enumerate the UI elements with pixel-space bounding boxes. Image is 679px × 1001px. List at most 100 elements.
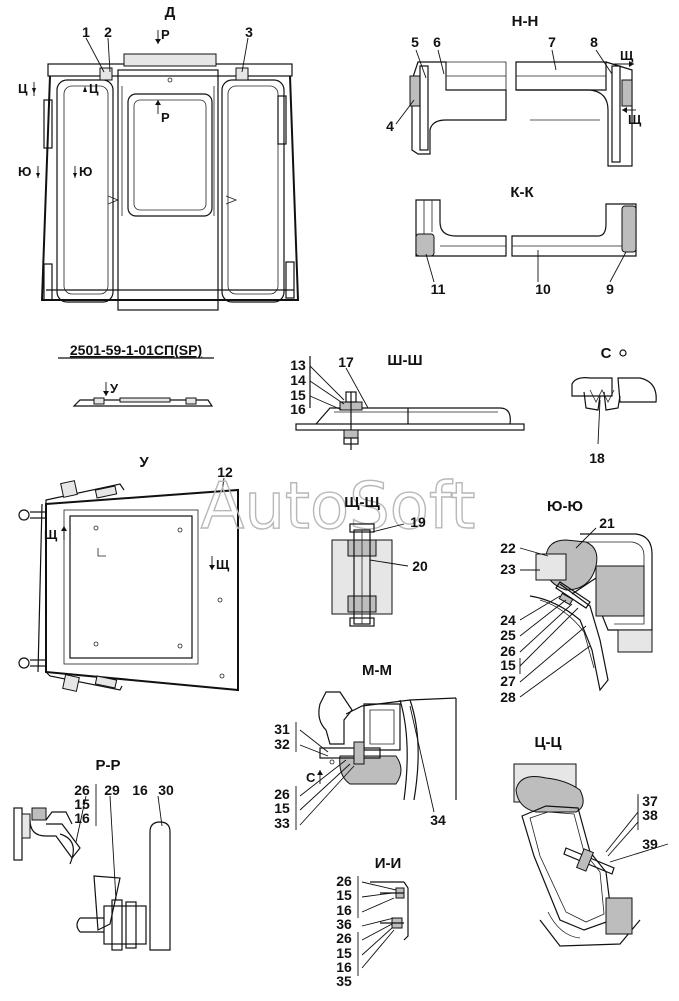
section-arrows-d: Р Р Ц Ц Ю Ю bbox=[18, 27, 170, 179]
view-c-drawing: С bbox=[571, 345, 657, 445]
part-label: 4 bbox=[386, 118, 394, 134]
view-tsts-title: Ц-Ц bbox=[535, 734, 562, 751]
mark-ts-right: Ц bbox=[89, 81, 99, 96]
part-label: 19 bbox=[410, 514, 426, 530]
part-label: 37 bbox=[642, 793, 658, 809]
part-label: 21 bbox=[599, 515, 615, 531]
view-nn-drawing: Н-Н bbox=[409, 13, 633, 167]
view-mm-title: М-М bbox=[362, 662, 392, 679]
mark-u-mini: У bbox=[110, 381, 119, 396]
part-label: 18 bbox=[589, 450, 605, 466]
part-label: 27 bbox=[500, 673, 516, 689]
mark-yu-left: Ю bbox=[18, 164, 31, 179]
part-label: 26 bbox=[336, 930, 352, 946]
part-label: 39 bbox=[642, 836, 658, 852]
part-label: 33 bbox=[274, 815, 290, 831]
view-nn-title: Н-Н bbox=[512, 13, 539, 30]
part-label: 7 bbox=[548, 34, 556, 50]
view-kk-title: К-К bbox=[510, 184, 534, 201]
part-label: 16 bbox=[336, 959, 352, 975]
part-label: 28 bbox=[500, 689, 516, 705]
part-label: 26 bbox=[74, 782, 90, 798]
view-d-title: Д bbox=[165, 4, 176, 21]
view-tsts-drawing: Ц-Ц bbox=[513, 734, 669, 947]
leaders-nn bbox=[395, 49, 613, 125]
mark-shch-u-left: Щ bbox=[44, 527, 58, 542]
part-label: 17 bbox=[338, 354, 354, 370]
part-labels: 1 2 3 4 5 6 7 8 9 10 11 12 13 14 15 16 1… bbox=[74, 24, 658, 989]
part-label: 16 bbox=[290, 401, 306, 417]
view-yuyu-title: Ю-Ю bbox=[547, 498, 583, 515]
leaders-d bbox=[85, 37, 249, 73]
part-label: 14 bbox=[290, 372, 306, 388]
mark-r-top: Р bbox=[161, 27, 170, 42]
view-rr-title: Р-Р bbox=[95, 757, 120, 774]
view-shsh-drawing: Ш-Ш bbox=[295, 352, 525, 450]
part-label: 34 bbox=[430, 812, 446, 828]
part-label: 20 bbox=[412, 558, 428, 574]
watermark-text: AutoSoft bbox=[201, 470, 476, 544]
part-label: 15 bbox=[290, 387, 306, 403]
view-shchshch-drawing: Щ-Щ bbox=[331, 494, 409, 627]
part-label: 26 bbox=[274, 786, 290, 802]
mark-shch-u-right: Щ bbox=[216, 557, 230, 572]
view-u-drawing: У bbox=[18, 454, 239, 692]
section-arrows-nn: Щ Щ bbox=[614, 48, 642, 127]
view-u-title: У bbox=[139, 454, 149, 471]
view-shchshch-title: Щ-Щ bbox=[344, 494, 380, 511]
view-d-drawing: Д bbox=[40, 4, 300, 311]
part-label: 22 bbox=[500, 540, 516, 556]
mark-shch-nn-top: Щ bbox=[620, 48, 634, 63]
part-label: 16 bbox=[74, 810, 90, 826]
label-separators bbox=[95, 658, 639, 976]
part-label: 1 bbox=[82, 24, 90, 40]
part-label: 6 bbox=[433, 34, 441, 50]
view-rr-drawing: Р-Р bbox=[13, 757, 171, 951]
mark-yu-right: Ю bbox=[79, 164, 92, 179]
part-label: 2 bbox=[104, 24, 112, 40]
part-label: 13 bbox=[290, 357, 306, 373]
view-ii-drawing: И-И bbox=[361, 855, 409, 969]
part-label: 26 bbox=[500, 643, 516, 659]
mark-r-mid: Р bbox=[161, 110, 170, 125]
view-kk-drawing: К-К bbox=[415, 184, 637, 257]
part-label: 15 bbox=[274, 800, 290, 816]
leaders-kk bbox=[425, 250, 627, 283]
part-label: 15 bbox=[336, 945, 352, 961]
part-label: 11 bbox=[431, 281, 446, 297]
part-label: 12 bbox=[217, 464, 233, 480]
part-label: 16 bbox=[336, 902, 352, 918]
section-arrows-u: Щ Щ bbox=[44, 526, 230, 572]
part-label: 32 bbox=[274, 736, 290, 752]
mark-shch-nn-bottom: Щ bbox=[628, 112, 642, 127]
view-yuyu-drawing: Ю-Ю bbox=[519, 498, 653, 698]
part-label: 3 bbox=[245, 24, 253, 40]
mark-ts-left: Ц bbox=[18, 81, 28, 96]
part-label: 10 bbox=[535, 281, 551, 297]
part-label: 38 bbox=[642, 807, 658, 823]
mini-view-drawing: У bbox=[72, 381, 214, 407]
part-label: 29 bbox=[104, 782, 120, 798]
part-label: 36 bbox=[336, 916, 352, 932]
part-label: 30 bbox=[158, 782, 174, 798]
part-label: 15 bbox=[336, 887, 352, 903]
part-label: 26 bbox=[336, 873, 352, 889]
part-label: 15 bbox=[74, 796, 90, 812]
part-label: 5 bbox=[411, 34, 419, 50]
part-label: 35 bbox=[336, 973, 352, 989]
view-mm-drawing: М-М С bbox=[299, 662, 457, 826]
part-label: 15 bbox=[500, 657, 516, 673]
mark-c-mm: С bbox=[306, 770, 316, 785]
view-shsh-title: Ш-Ш bbox=[387, 352, 422, 369]
part-label: 25 bbox=[500, 627, 516, 643]
part-label: 31 bbox=[274, 721, 290, 737]
part-label: 8 bbox=[590, 34, 598, 50]
part-label: 23 bbox=[500, 561, 516, 577]
part-label: 16 bbox=[132, 782, 148, 798]
sheet-code-label: 2501-59-1-01СП(SP) bbox=[70, 342, 202, 358]
view-c-title: С bbox=[601, 345, 612, 362]
part-label: 24 bbox=[500, 612, 516, 628]
part-label: 9 bbox=[606, 281, 614, 297]
